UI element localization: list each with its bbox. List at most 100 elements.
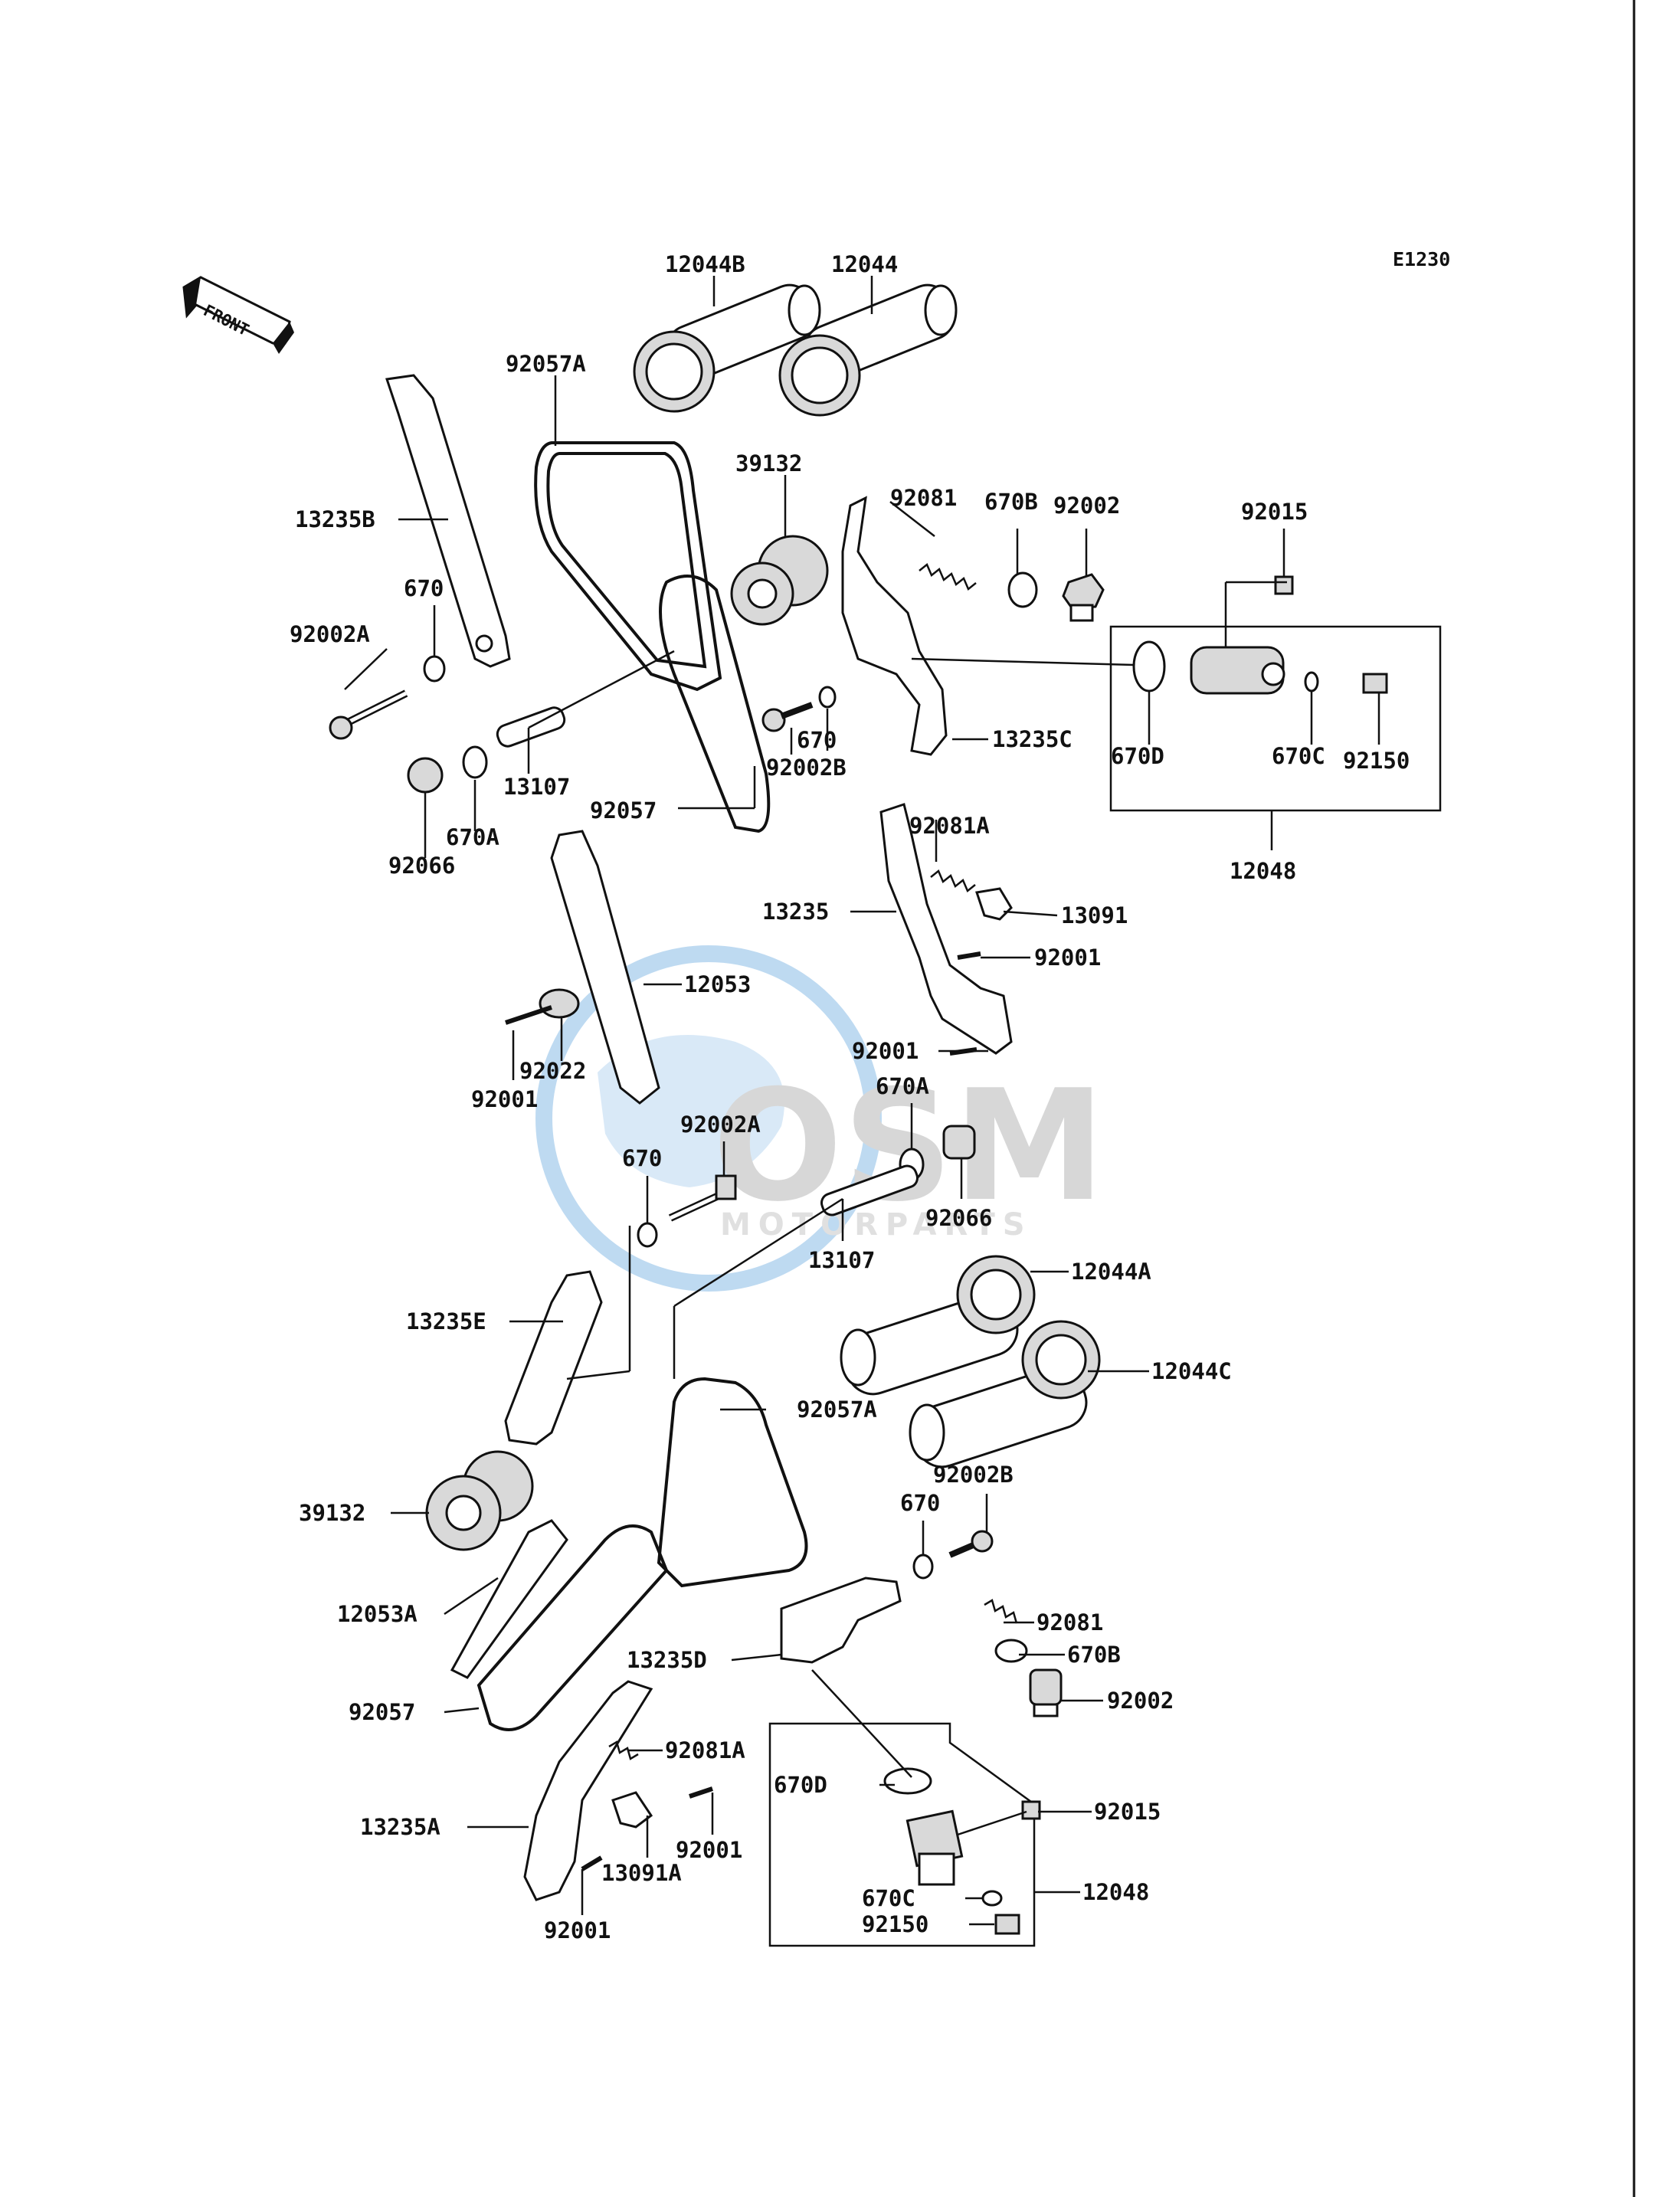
plug-92002-top: [1062, 573, 1105, 622]
label-92081-bot: 92081: [1036, 1609, 1103, 1635]
label-13235a: 13235A: [360, 1814, 440, 1840]
label-12053: 12053: [684, 971, 751, 997]
bolt-92150-bot: [994, 1914, 1020, 1935]
label-39132-top: 39132: [735, 450, 802, 476]
label-670b-top: 670B: [984, 489, 1038, 515]
oring-670-top: [423, 655, 446, 683]
oring-670a-top: [462, 745, 488, 779]
label-92081a-bot: 92081A: [665, 1737, 745, 1763]
watermark-brand: OSM: [712, 1057, 1105, 1236]
label-39132-bot: 39132: [299, 1500, 365, 1526]
bolt-92001-b: [505, 1005, 552, 1025]
bolt-92001-a: [957, 951, 981, 960]
label-12044b: 12044B: [665, 251, 745, 277]
cap-92066-top: [407, 757, 444, 794]
oring-670d-bot: [883, 1767, 932, 1795]
label-92066-top: 92066: [388, 853, 455, 879]
bolt-92015-top: [1274, 575, 1294, 595]
label-13235c: 13235C: [992, 726, 1073, 752]
label-13235d: 13235D: [627, 1647, 707, 1673]
label-92081a-top: 92081A: [909, 813, 990, 839]
label-670-mid: 670: [797, 727, 837, 753]
label-670d-bot: 670D: [774, 1772, 827, 1798]
label-92001-e: 92001: [544, 1917, 611, 1943]
label-12048-top: 12048: [1230, 858, 1296, 884]
camshaft-12044a: [840, 1255, 1036, 1396]
arm-13235d: [780, 1577, 902, 1664]
label-12044: 12044: [831, 251, 898, 277]
label-92002-bot: 92002: [1107, 1688, 1174, 1714]
label-92001-c: 92001: [852, 1038, 919, 1064]
bolt-92001-d: [689, 1786, 713, 1799]
label-12048-bot: 12048: [1082, 1879, 1149, 1905]
label-670c-bot: 670C: [862, 1885, 915, 1911]
box-12048-top: [1109, 625, 1442, 812]
oring-670-bot2: [912, 1554, 934, 1580]
spring-92081-top: [919, 562, 977, 591]
label-92150-bot: 92150: [862, 1911, 928, 1937]
spring-92081a-bot: [608, 1740, 639, 1760]
leader-lines: [344, 276, 1380, 1926]
oring-670c-top: [1304, 671, 1319, 692]
oring-670c-bot: [981, 1890, 1003, 1907]
bolt-92150-top: [1362, 673, 1388, 694]
label-13091: 13091: [1061, 902, 1128, 928]
oring-670b-top: [1007, 571, 1038, 608]
label-670a-top: 670A: [446, 824, 499, 850]
label-12044c: 12044C: [1151, 1358, 1232, 1384]
guide-13235b: [385, 374, 511, 668]
camshaft-12044: [778, 283, 958, 417]
bolt-92002a-top: [329, 689, 408, 740]
plug-92002-bot: [1029, 1668, 1063, 1717]
label-670-bot2: 670: [900, 1490, 940, 1516]
label-13235: 13235: [762, 899, 829, 925]
washer-92022: [539, 988, 580, 1019]
label-670a-bot: 670A: [876, 1073, 929, 1099]
bolt-92001-e: [581, 1855, 603, 1871]
gear-39132-top: [730, 535, 829, 626]
spring-92081-bot: [984, 1599, 1018, 1624]
cap-92066-bot: [942, 1125, 976, 1160]
label-92001-a: 92001: [1034, 945, 1101, 971]
label-92066-bot: 92066: [925, 1205, 992, 1231]
label-13235b: 13235B: [295, 506, 375, 532]
label-670c-top: 670C: [1272, 743, 1325, 769]
label-670-top: 670: [404, 575, 444, 601]
chain-92057a-top: [534, 441, 722, 692]
label-92022: 92022: [519, 1058, 586, 1084]
label-12053a: 12053A: [337, 1601, 418, 1627]
label-92001-d: 92001: [676, 1837, 742, 1863]
oring-670-bot: [637, 1222, 658, 1248]
label-13107-bot: 13107: [808, 1247, 875, 1273]
label-13091a: 13091A: [601, 1860, 682, 1886]
oring-670d-top: [1132, 640, 1166, 692]
gear-39132-bot: [425, 1450, 534, 1551]
guide-12053a: [450, 1519, 568, 1679]
label-670b-bot: 670B: [1067, 1642, 1121, 1668]
tensioner-12048-top: [1190, 646, 1285, 695]
bolt-92002b-top: [761, 702, 814, 732]
front-arrow-icon: FRONT: [182, 276, 294, 354]
camshaft-12044b: [633, 283, 821, 413]
chain-92057a-top-inner: [546, 452, 707, 669]
shaft-13107-bot: [820, 1164, 919, 1216]
label-92057-top: 92057: [590, 797, 657, 823]
camshaft-12044c: [909, 1320, 1101, 1468]
guide-13235e: [504, 1270, 603, 1446]
bolt-92002b-bot: [948, 1530, 994, 1558]
label-92015-bot: 92015: [1094, 1799, 1161, 1825]
guide-12053: [550, 830, 660, 1105]
label-92057-bot: 92057: [349, 1699, 415, 1725]
label-92002-top: 92002: [1053, 493, 1120, 519]
bolt-92015-bot: [1021, 1800, 1041, 1820]
label-92150-top: 92150: [1343, 748, 1410, 774]
label-92001-b: 92001: [471, 1086, 538, 1112]
label-92002a-bot: 92002A: [680, 1112, 761, 1138]
bracket-13091: [975, 887, 1013, 921]
label-92057a-bot: 92057A: [797, 1396, 877, 1423]
label-92002b-bot: 92002B: [933, 1462, 1014, 1488]
tensioner-12048-bot: [905, 1809, 964, 1886]
oring-670-mid: [818, 686, 837, 709]
spring-92081a-top: [930, 869, 976, 893]
